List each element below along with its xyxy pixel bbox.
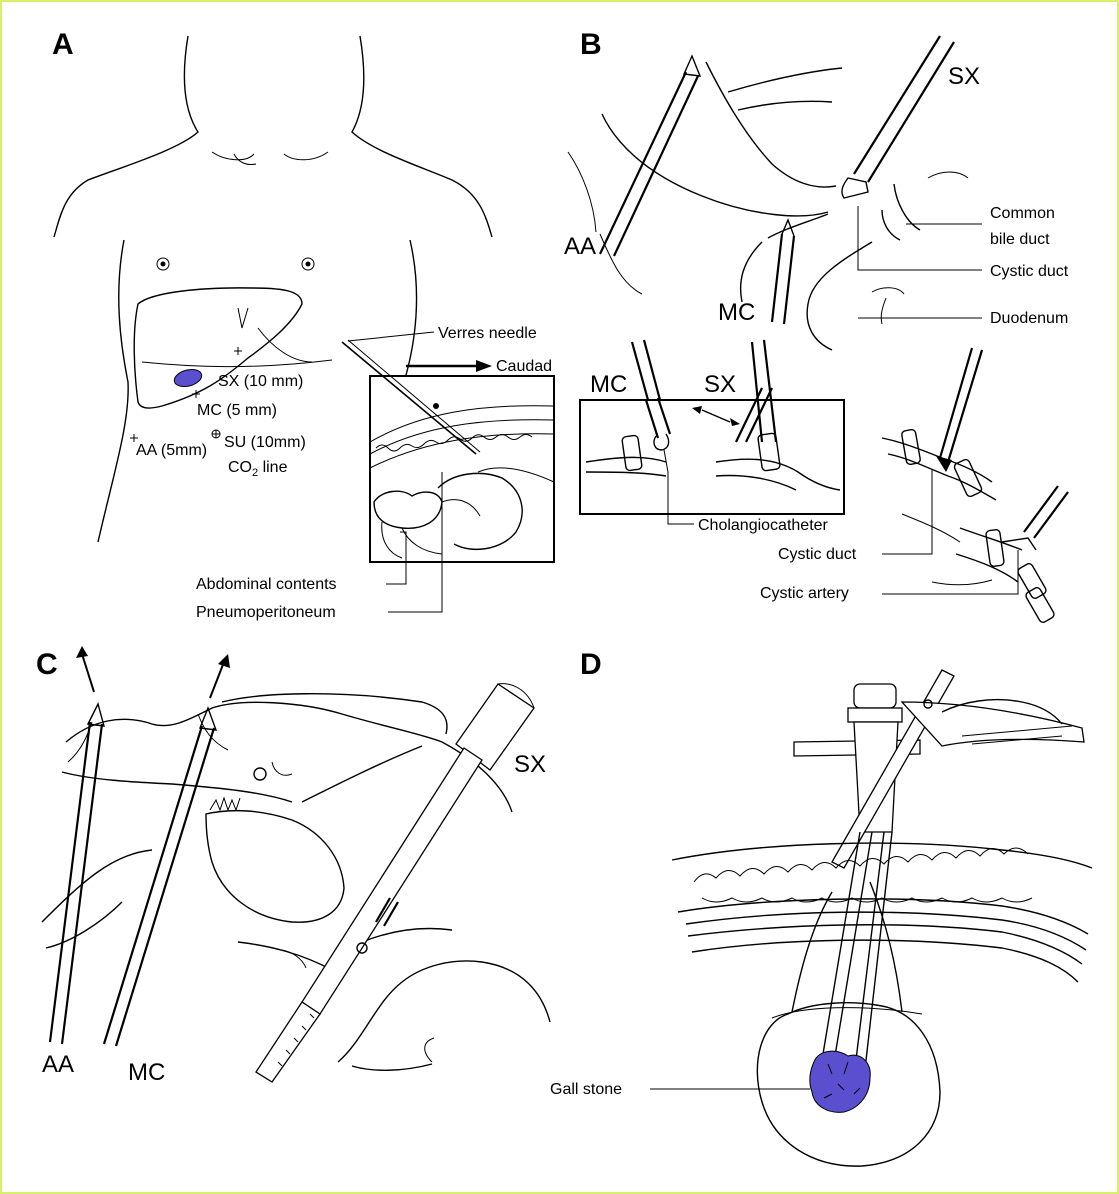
verres-needle-label: Verres needle: [438, 325, 537, 342]
panel-b: B SX AA MC Common b: [564, 28, 1069, 624]
panel-d: D: [550, 648, 1092, 1166]
gallbladder-outline: [602, 114, 828, 216]
panel-c: C: [36, 646, 550, 1086]
caudad-label: Caudad: [496, 358, 552, 375]
cholangiocatheter-label: Cholangiocatheter: [698, 517, 829, 534]
panel-a-letter: A: [52, 28, 74, 61]
cholangiogram-inset: [580, 340, 844, 514]
clipping-detail: [882, 348, 1068, 624]
pneumoperitoneum-label: Pneumoperitoneum: [196, 604, 336, 621]
dissected-gallbladder: [206, 811, 344, 923]
panel-c-letter: C: [36, 648, 58, 681]
leader-cystic-artery: [882, 550, 1018, 594]
grasper-mc-c: [104, 654, 230, 1046]
panel-d-letter: D: [580, 648, 602, 681]
liver-edge: [66, 702, 442, 742]
abdominal-contents-label: Abdominal contents: [196, 576, 337, 593]
tool-sx-label-c: SX: [514, 751, 546, 778]
tool-aa-label-c: AA: [42, 1051, 74, 1078]
tool-mc-label-c: MC: [128, 1059, 165, 1086]
port-aa-label: AA (5mm): [136, 442, 207, 459]
grasper-aa-c: [50, 646, 104, 1044]
co2-line-label: CO2 line: [228, 459, 288, 479]
leader-cystic-duct-2: [882, 470, 932, 554]
gallbladder-highlight: [172, 367, 203, 390]
leader-cystic-duct: [858, 206, 982, 270]
common-bile-duct-label-1: Common: [990, 205, 1055, 222]
inset-mc-label: MC: [590, 371, 627, 398]
common-bile-duct-label-2: bile duct: [990, 231, 1050, 248]
trocar-sx: [256, 684, 534, 1082]
panel-b-letter: B: [580, 28, 602, 61]
gall-stone-highlight: [810, 1051, 870, 1112]
tool-aa-label: AA: [564, 233, 596, 260]
cystic-duct-label: Cystic duct: [990, 263, 1069, 280]
port-su-label: SU (10mm): [224, 434, 306, 451]
extraction-bag: [757, 832, 940, 1166]
gall-stone-label: Gall stone: [550, 1081, 622, 1098]
panel-a: A SX (10 mm) MC (5 m: [52, 28, 554, 621]
grasper-mc: [772, 220, 794, 324]
cystic-duct-label-2: Cystic duct: [778, 546, 857, 563]
abdominal-wall: [672, 843, 1092, 982]
duodenum-label: Duodenum: [990, 310, 1068, 327]
grasper-aa: [600, 56, 700, 256]
cystic-artery-label: Cystic artery: [760, 585, 849, 602]
tool-sx-label: SX: [948, 63, 980, 90]
caudad-arrow: [406, 360, 492, 372]
inset-sx-label: SX: [704, 371, 736, 398]
tool-mc-label: MC: [718, 299, 755, 326]
port-sx-label: SX (10 mm): [218, 373, 303, 390]
leader-verres: [348, 332, 434, 341]
port-mc-label: MC (5 mm): [197, 402, 277, 419]
port-marks: [130, 347, 242, 442]
